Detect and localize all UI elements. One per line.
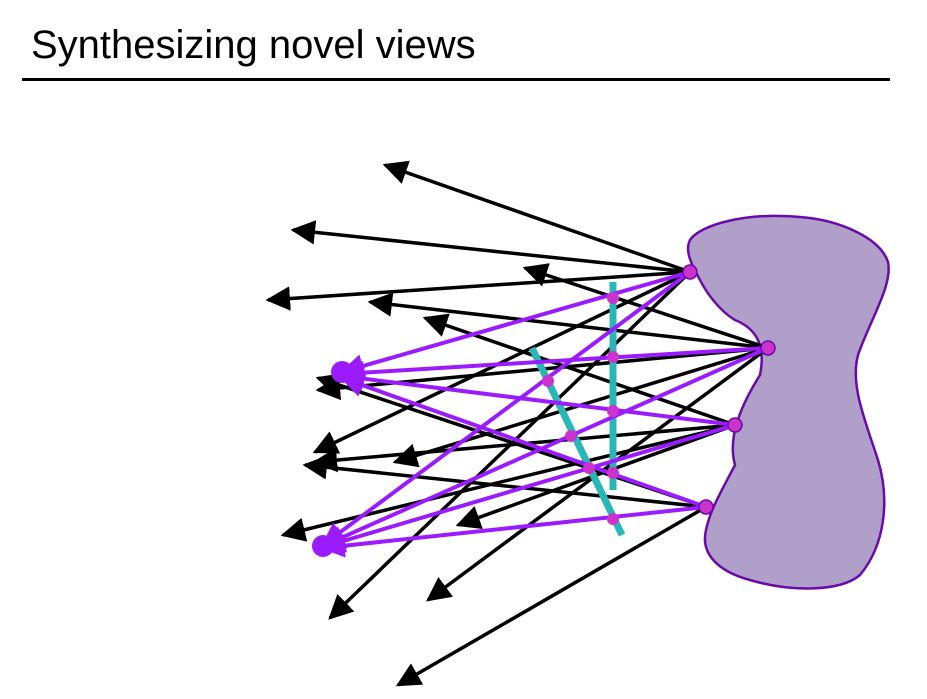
black-ray xyxy=(265,270,691,311)
intersection-point xyxy=(607,405,619,417)
intersection-point xyxy=(583,462,595,474)
purple-ray xyxy=(320,423,736,553)
surface-point xyxy=(760,340,776,356)
purple-ray xyxy=(339,270,691,378)
black-ray xyxy=(302,455,707,509)
intersection-point xyxy=(607,292,619,304)
surface-point xyxy=(727,417,743,433)
camera-1 xyxy=(331,361,353,383)
object-blob xyxy=(686,214,890,590)
purple-ray xyxy=(321,270,692,547)
purple-ray xyxy=(320,346,769,549)
black-ray xyxy=(422,313,736,427)
intersection-point xyxy=(607,467,619,479)
purple-ray xyxy=(320,505,707,558)
black-ray xyxy=(382,160,691,274)
slide-title: Synthesizing novel views xyxy=(31,23,476,67)
black-ray xyxy=(367,292,769,350)
intersection-point xyxy=(607,351,619,363)
surface-point xyxy=(682,264,698,280)
surface-point xyxy=(698,499,714,515)
camera-2 xyxy=(312,535,334,557)
purple-rays xyxy=(320,270,769,558)
purple-ray xyxy=(339,373,707,509)
purple-ray xyxy=(339,346,769,385)
title-rule xyxy=(22,78,890,81)
black-ray xyxy=(522,263,769,350)
black-ray xyxy=(395,505,707,687)
surface-points xyxy=(682,264,776,515)
black-ray xyxy=(290,220,691,274)
intersection-point xyxy=(542,375,554,387)
intersection-point xyxy=(607,513,619,525)
purple-ray xyxy=(339,366,736,427)
intersection-point xyxy=(565,430,577,442)
cameras xyxy=(312,361,353,557)
intersection-points xyxy=(542,292,619,525)
